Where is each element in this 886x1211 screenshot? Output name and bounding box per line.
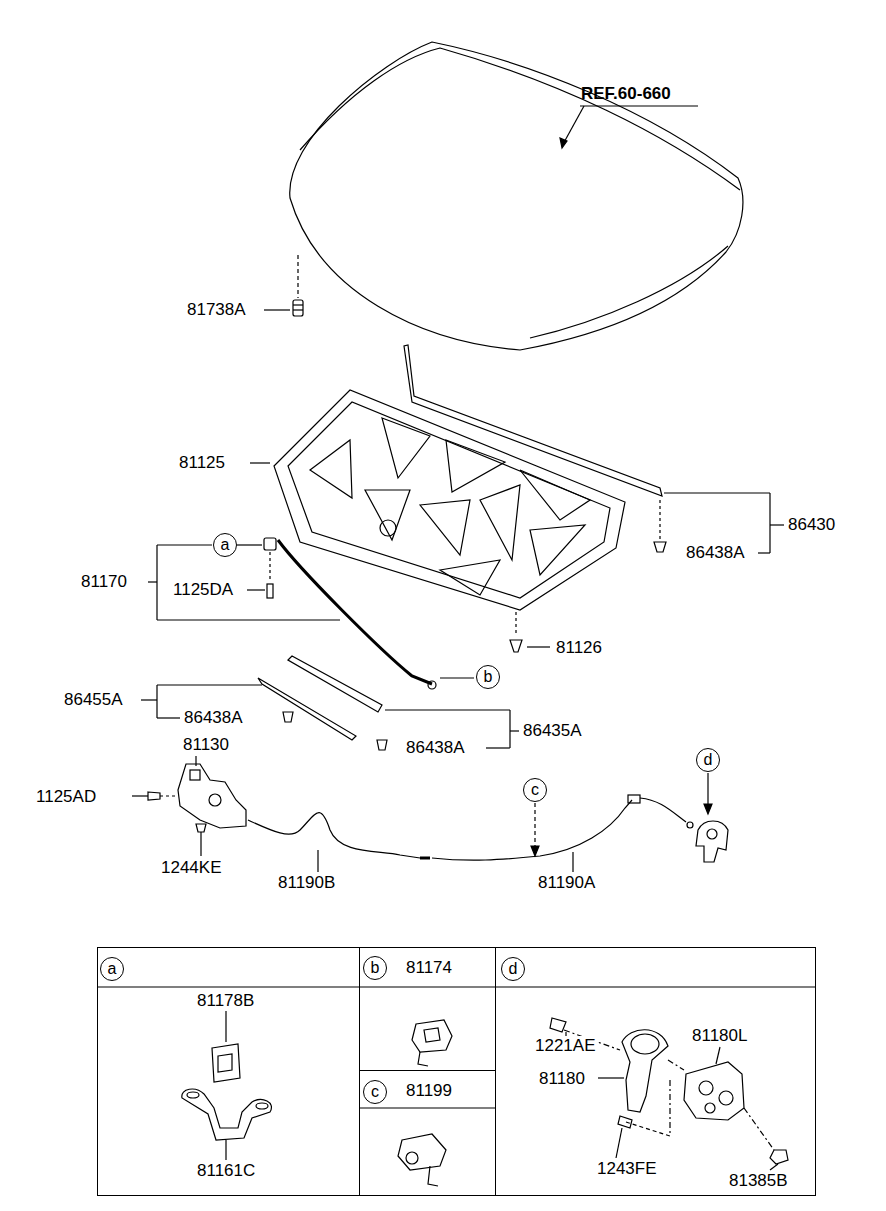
part-number: 81190A <box>537 873 596 893</box>
detail-panel: 81174 b <box>359 947 496 1071</box>
callout-circle: d <box>696 748 720 772</box>
callout-letter: c <box>371 1084 379 1100</box>
part-number: 86455A <box>63 690 124 710</box>
part-number: 81170 <box>80 572 128 592</box>
callout-circle: c <box>523 778 547 802</box>
callout-letter: c <box>531 782 539 798</box>
part-number: 86438A <box>405 738 466 758</box>
part-number: 81180L <box>691 1026 748 1046</box>
part-number: 1221AE <box>534 1036 597 1056</box>
callout-letter: d <box>509 961 518 977</box>
part-number: 86430 <box>787 515 836 535</box>
part-number: 1244KE <box>160 858 223 878</box>
part-number: 81126 <box>555 638 603 658</box>
callout-letter: b <box>371 960 380 976</box>
callout-letter: b <box>484 669 493 685</box>
part-number: 81190B <box>277 873 336 893</box>
callout-circle: b <box>476 665 500 689</box>
callout-letter: d <box>704 752 713 768</box>
callout-circle: d <box>501 957 525 981</box>
part-number: 86438A <box>183 708 244 728</box>
callout-circle: c <box>363 1080 387 1104</box>
part-number: 1243FE <box>596 1159 658 1179</box>
part-number: 1125DA <box>172 580 234 600</box>
callout-letter: a <box>221 537 230 553</box>
part-number: 86435A <box>522 721 583 741</box>
callout-circle: b <box>363 956 387 980</box>
part-number: 81125 <box>178 453 226 473</box>
part-number: 1125AD <box>35 787 97 807</box>
part-number: 81174 <box>405 958 453 978</box>
part-number: 81199 <box>405 1081 453 1101</box>
part-number: 81178B <box>196 991 255 1011</box>
callout-circle: a <box>213 533 237 557</box>
callout-circle: a <box>100 957 124 981</box>
part-number: 81161C <box>196 1161 256 1181</box>
part-number: 86438A <box>685 543 746 563</box>
detail-panel: 1221AE 81180 81180L 1243FE 81385B d <box>495 947 816 1196</box>
detail-panel: 81178B 81161C a <box>97 947 360 1196</box>
part-number: 81738A <box>186 300 247 320</box>
detail-panel: 81199 c <box>359 1070 496 1196</box>
callout-letter: a <box>108 961 117 977</box>
part-number: 81180 <box>538 1069 586 1089</box>
part-number: 81385B <box>728 1171 789 1191</box>
reference-label: REF.60-660 <box>580 84 672 104</box>
part-number: 81130 <box>182 735 230 755</box>
